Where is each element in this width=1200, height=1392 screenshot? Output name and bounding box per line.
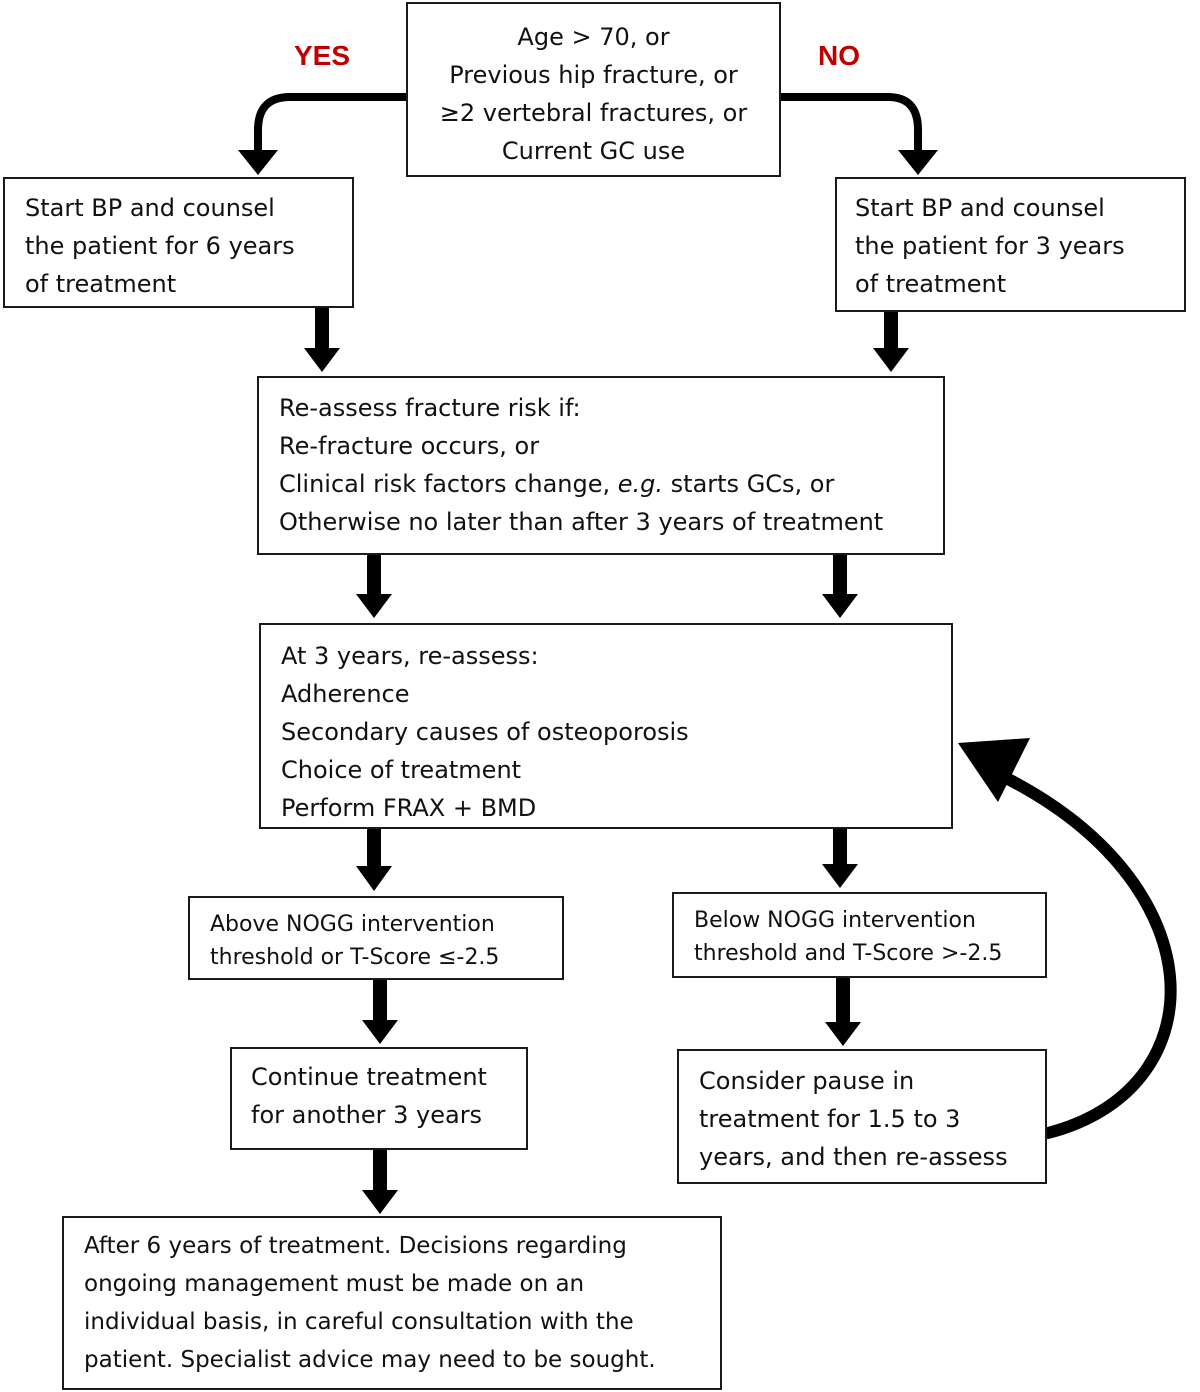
yes-label: YES [294,40,351,71]
start-yes-node: Start BP and counsel the patient for 6 y… [3,177,354,308]
decision-line: Age > 70, or [517,23,670,51]
below-threshold-line: threshold and T-Score >-2.5 [694,941,1003,966]
pause-line: treatment for 1.5 to 3 [699,1105,961,1133]
arrow-3y-to-above [356,829,392,891]
after-6y-line: individual basis, in careful consultatio… [84,1309,634,1335]
start-no-line: the patient for 3 years [855,232,1125,260]
reassess-3y-node: At 3 years, re-assess: Adherence Seconda… [259,623,953,829]
after-6y-line: ongoing management must be made on an [84,1271,585,1297]
after-6y-node: After 6 years of treatment. Decisions re… [62,1216,722,1390]
below-threshold-line: Below NOGG intervention [694,908,976,933]
no-label: NO [818,40,860,71]
decision-node: Age > 70, or Previous hip fracture, or ≥… [406,2,781,177]
continue-line: for another 3 years [251,1101,483,1129]
start-yes-line: of treatment [25,270,177,298]
reassess-risk-italic: e.g. [617,470,664,498]
start-no-node: Start BP and counsel the patient for 3 y… [835,177,1186,312]
after-6y-line: patient. Specialist advice may need to b… [84,1347,656,1373]
below-threshold-node: Below NOGG intervention threshold and T-… [672,892,1047,978]
start-yes-line: Start BP and counsel [25,194,275,222]
reassess-risk-line: Re-assess fracture risk if: [279,394,581,422]
arrow-continue-to-after6y [362,1150,398,1214]
no-arrow [781,93,922,150]
reassess-risk-text: Clinical risk factors change, [279,470,618,498]
arrow-start-yes-to-reassess [304,308,340,372]
decision-line: ≥2 vertebral fractures, or [439,99,748,127]
pause-line: Consider pause in [699,1067,915,1095]
after-6y-line: After 6 years of treatment. Decisions re… [84,1233,627,1259]
loop-back-arrow [1004,774,1177,1139]
start-yes-line: the patient for 6 years [25,232,295,260]
pause-line: years, and then re-assess [699,1143,1008,1171]
decision-line: Previous hip fracture, or [449,61,738,89]
above-threshold-line: threshold or T-Score ≤-2.5 [210,945,500,970]
arrow-reassess-to-3y-right [822,555,858,618]
reassess-risk-node: Re-assess fracture risk if: Re-fracture … [257,376,945,555]
continue-node: Continue treatment for another 3 years [230,1047,528,1150]
above-threshold-line: Above NOGG intervention [210,912,495,937]
arrow-3y-to-below [822,829,858,888]
yes-arrow [254,93,406,150]
decision-line: Current GC use [501,137,686,165]
arrow-reassess-to-3y-left [356,555,392,618]
reassess-3y-line: Secondary causes of osteoporosis [281,718,689,746]
reassess-3y-line: Adherence [281,680,410,708]
reassess-risk-line: Otherwise no later than after 3 years of… [279,508,884,536]
reassess-3y-line: Choice of treatment [281,756,522,784]
reassess-risk-line: Re-fracture occurs, or [279,432,540,460]
start-no-line: of treatment [855,270,1007,298]
reassess-risk-text: starts GCs, or [663,470,835,498]
arrow-start-no-to-reassess [873,312,909,372]
arrow-above-to-continue [362,980,398,1044]
continue-line: Continue treatment [251,1063,487,1091]
arrow-below-to-pause [825,978,861,1046]
pause-node: Consider pause in treatment for 1.5 to 3… [677,1049,1047,1184]
reassess-risk-line: Clinical risk factors change, e.g. start… [279,465,943,503]
reassess-3y-line: At 3 years, re-assess: [281,642,539,670]
above-threshold-node: Above NOGG intervention threshold or T-S… [188,896,564,980]
reassess-3y-line: Perform FRAX + BMD [281,794,537,822]
start-no-line: Start BP and counsel [855,194,1105,222]
